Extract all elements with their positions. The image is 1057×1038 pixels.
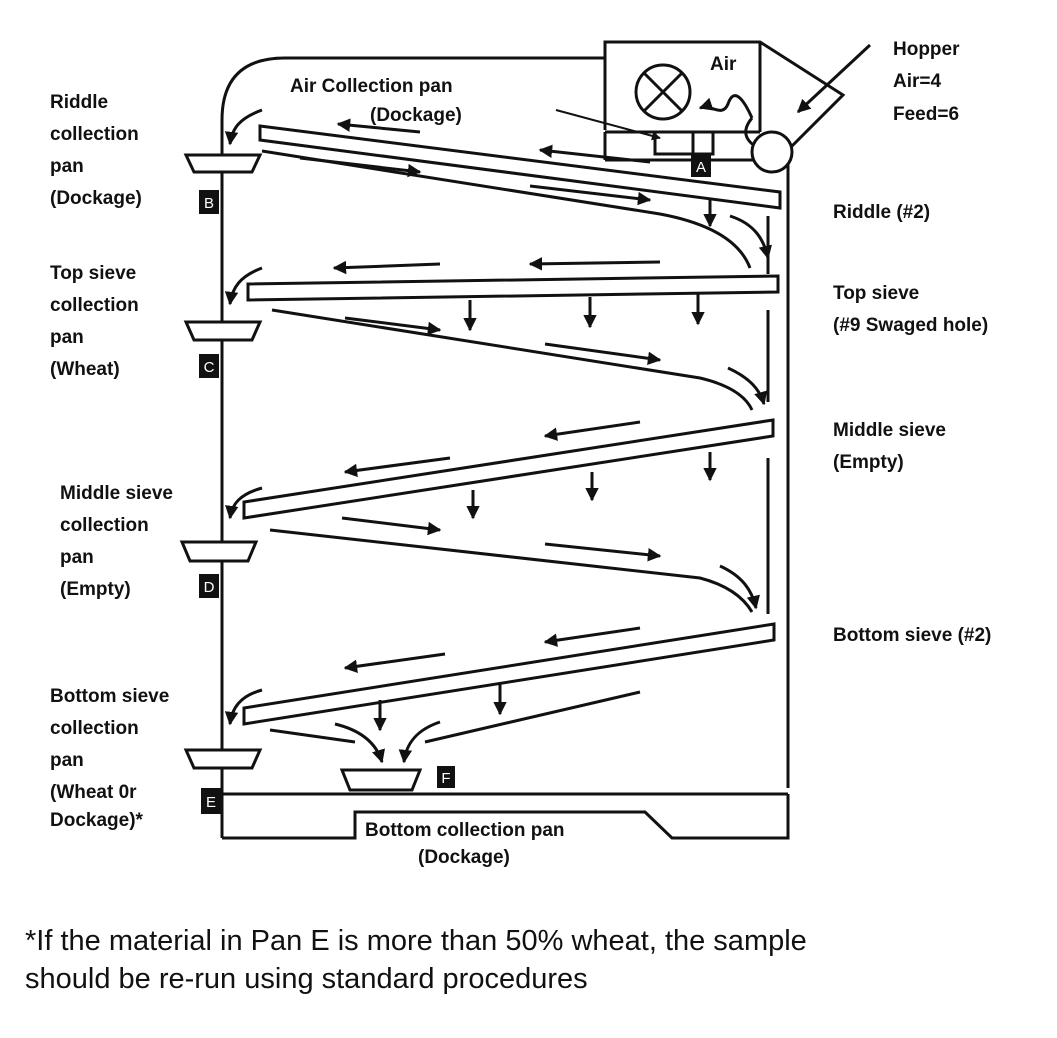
- middle-sieve-line-1: Middle sieve: [833, 420, 946, 441]
- bottom-sieve-collection-pan-line-3: pan: [50, 750, 84, 771]
- bottom-sieve-collection-pan-line-5: Dockage)*: [50, 810, 144, 831]
- pan-b-letter: B: [204, 195, 214, 212]
- pan-d-letter: D: [204, 579, 215, 596]
- machine-housing: [220, 56, 790, 840]
- middle-sieve-collection-pan-line-2: collection: [60, 515, 149, 536]
- riddle-collection-pan-label: Riddle collection pan (Dockage): [50, 92, 142, 209]
- flow-arrows: [224, 108, 772, 764]
- pan-letter-boxes: [199, 155, 711, 814]
- hopper-arrow: [796, 43, 872, 114]
- middle-sieve-collection-pan-line-4: (Empty): [60, 579, 131, 600]
- bottom-sieve-collection-pan-line-2: collection: [50, 718, 139, 739]
- bottom-sieve-collection-pan-label: Bottom sieve collection pan (Wheat 0r Do…: [50, 686, 169, 831]
- riddle-collection-pan-line-1: Riddle: [50, 92, 108, 113]
- top-sieve-collection-pan-line-2: collection: [50, 295, 139, 316]
- pan-letters: A B C D E F: [204, 159, 706, 811]
- riddle-screen: [258, 124, 782, 210]
- hopper-label: Hopper Air=4 Feed=6: [893, 39, 960, 125]
- hopper-line-1: Hopper: [893, 39, 960, 60]
- air-collection-pan-label: Air Collection pan (Dockage): [290, 76, 462, 126]
- pan-d-box: [199, 574, 219, 598]
- hopper-line-3: Feed=6: [893, 104, 959, 125]
- middle-sieve-collection-pan-line-1: Middle sieve: [60, 483, 173, 504]
- pan-f-letter: F: [441, 770, 450, 787]
- feed-roll: [750, 130, 794, 174]
- middle-sieve-line-2: (Empty): [833, 452, 904, 473]
- riddle-collection-pan-line-4: (Dockage): [50, 188, 142, 209]
- top-sieve-collection-pan-line-3: pan: [50, 327, 84, 348]
- pan-e-letter: E: [206, 794, 216, 811]
- collection-pans: [179, 153, 423, 792]
- top-sieve-line-1: Top sieve: [833, 283, 919, 304]
- top-sieve-line-2: (#9 Swaged hole): [833, 315, 988, 336]
- middle-sieve-collection-pan-line-3: pan: [60, 547, 94, 568]
- top-sieve-collection-pan-line-4: (Wheat): [50, 359, 120, 380]
- bottom-sieve-collection-pan-line-4: (Wheat 0r: [50, 782, 137, 803]
- pan-a-letter: A: [696, 159, 706, 176]
- air-label: Air: [710, 54, 737, 75]
- air-flow-arrow: [698, 94, 754, 119]
- riddle-label: Riddle (#2): [833, 202, 930, 223]
- bottom-sieve-collection-pan-line-1: Bottom sieve: [50, 686, 169, 707]
- pan-e-box: [201, 788, 221, 814]
- pan-b-box: [199, 190, 219, 214]
- bottom-center-pan: [339, 768, 423, 792]
- air-collection-leader: [555, 109, 661, 141]
- air-collection-pan-line-1: Air Collection pan: [290, 76, 453, 97]
- top-sieve-collection-pan-line-1: Top sieve: [50, 263, 136, 284]
- riddle-pan: [183, 153, 263, 174]
- top-sieve-collection-pan-label: Top sieve collection pan (Wheat): [50, 263, 139, 380]
- bottom-collection-pan-line-2: (Dockage): [418, 847, 510, 868]
- air-collection-pan-line-2: (Dockage): [370, 105, 462, 126]
- hopper-line-2: Air=4: [893, 71, 941, 92]
- footnote: *If the material in Pan E is more than 5…: [25, 922, 1035, 998]
- footnote-line-1: *If the material in Pan E is more than 5…: [25, 925, 807, 957]
- footnote-line-2: should be re-run using standard procedur…: [25, 963, 588, 995]
- riddle-collection-pan-line-3: pan: [50, 156, 84, 177]
- middle-sieve-screen: [242, 418, 775, 520]
- bottom-sieve-pan: [183, 748, 263, 770]
- bottom-sieve-label: Bottom sieve (#2): [833, 625, 991, 646]
- fan-icon: [634, 63, 692, 121]
- top-sieve-label: Top sieve (#9 Swaged hole): [833, 283, 988, 336]
- pan-c-letter: C: [204, 359, 215, 376]
- pan-a-box: [691, 155, 711, 177]
- top-sieve-screen: [246, 274, 780, 302]
- bottom-collection-pan-line-1: Bottom collection pan: [365, 820, 565, 841]
- air-collection-boxes: [653, 130, 715, 156]
- pan-f-box: [437, 766, 455, 788]
- pan-c-box: [199, 354, 219, 378]
- bottom-sieve-screen: [242, 622, 776, 726]
- middle-sieve-label: Middle sieve (Empty): [833, 420, 946, 473]
- bottom-collection-pan-label: Bottom collection pan (Dockage): [365, 820, 565, 868]
- riddle-collection-pan-line-2: collection: [50, 124, 139, 145]
- middle-sieve-collection-pan-label: Middle sieve collection pan (Empty): [60, 483, 173, 600]
- screens: [242, 124, 782, 726]
- middle-sieve-pan: [179, 540, 259, 563]
- top-sieve-pan: [183, 320, 263, 342]
